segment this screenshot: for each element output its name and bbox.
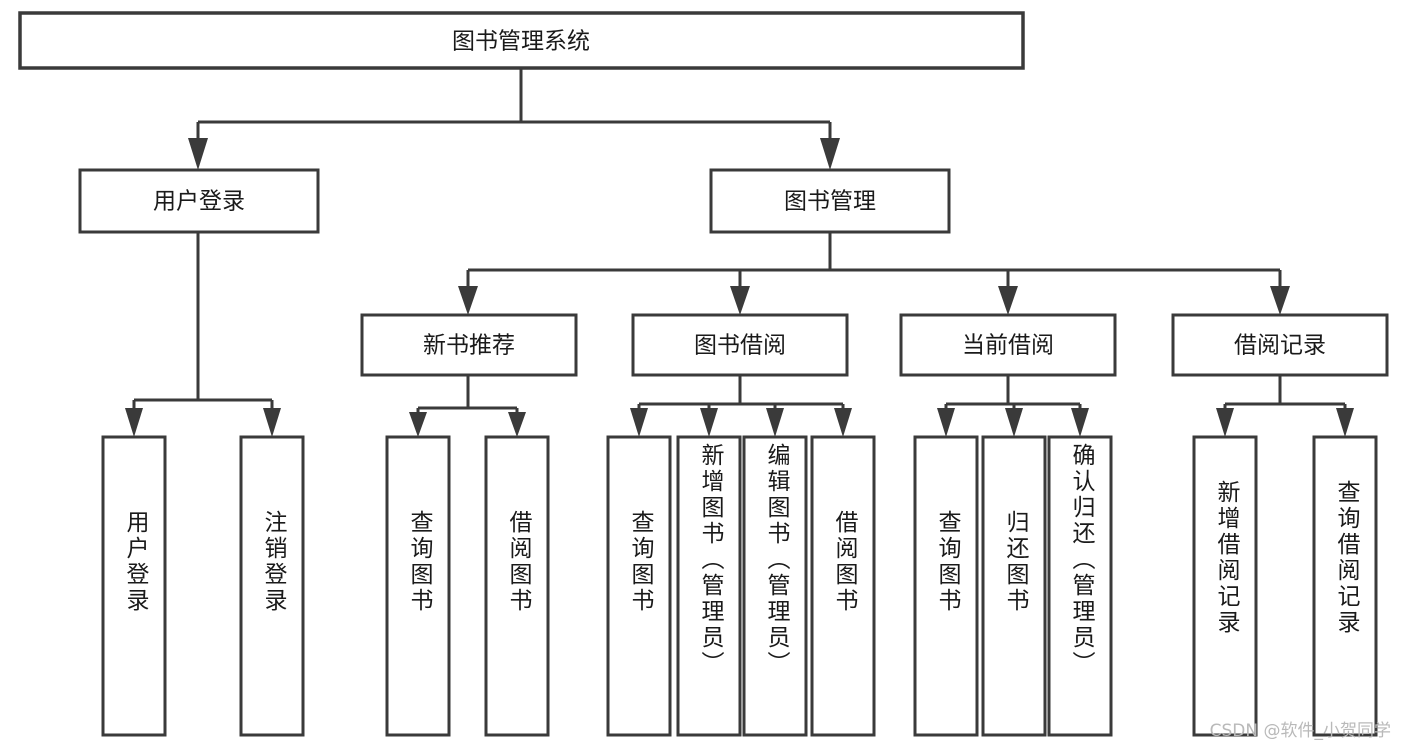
node-book-management[interactable] (709, 168, 951, 234)
arrow-head-bb-leaf-2 (700, 408, 718, 437)
node-new-book-recommend[interactable] (360, 313, 578, 377)
node-borrow-record[interactable] (1171, 313, 1389, 377)
arrow-head-cb-leaf-3 (1071, 408, 1089, 437)
arrow-head-cb-leaf-1 (937, 408, 955, 437)
node-current-borrow[interactable] (899, 313, 1117, 377)
connector-group-borrow-record (1216, 375, 1354, 437)
connector-group-root (188, 68, 840, 170)
leaf-box-bb-add-book[interactable] (676, 435, 742, 737)
leaf-box-br-add-record[interactable] (1192, 435, 1258, 737)
leaf-box-user-login[interactable] (101, 435, 167, 737)
arrow-head-nbr-leaf-2 (508, 412, 526, 437)
node-user-login[interactable] (78, 168, 320, 234)
csdn-watermark: CSDN @软件_小贺同学 (1209, 721, 1391, 741)
leaf-box-nbr-query-book[interactable] (385, 435, 451, 737)
arrow-head-leaf-logout (263, 408, 281, 437)
leaf-box-br-query-record[interactable] (1312, 435, 1378, 737)
leaf-box-logout[interactable] (239, 435, 305, 737)
leaf-box-bb-edit-book[interactable] (742, 435, 808, 737)
leaf-box-nbr-borrow-book[interactable] (484, 435, 550, 737)
arrow-head-borrow-record (1270, 286, 1290, 315)
arrow-head-current-borrow (998, 286, 1018, 315)
arrow-head-book-manage (820, 138, 840, 170)
connector-group-book-borrow (630, 375, 852, 437)
leaf-box-bb-borrow-book[interactable] (810, 435, 876, 737)
arrow-head-br-leaf-1 (1216, 408, 1234, 437)
arrow-head-br-leaf-2 (1336, 408, 1354, 437)
arrow-head-book-borrow (730, 286, 750, 315)
arrow-head-bb-leaf-1 (630, 408, 648, 437)
arrow-head-leaf-user-login (125, 408, 143, 437)
leaf-box-bb-query-book[interactable] (606, 435, 672, 737)
node-root-label: 图书管理系统 (452, 29, 590, 55)
connector-group-book-manage (458, 232, 1290, 315)
arrow-head-user-login (188, 138, 208, 170)
leaf-box-cb-return-book[interactable] (981, 435, 1047, 737)
arrow-head-new-book-recommend (458, 286, 478, 315)
node-book-borrow[interactable] (631, 313, 849, 377)
arrow-head-nbr-leaf-1 (409, 412, 427, 437)
node-book-management-label: 图书管理 (784, 189, 876, 215)
connector-group-current-borrow (937, 375, 1089, 437)
node-book-borrow-label: 图书借阅 (694, 333, 786, 359)
leaf-box-cb-confirm-return[interactable] (1047, 435, 1113, 737)
node-user-login-label: 用户登录 (153, 189, 245, 215)
connector-group-new-book-recommend (409, 375, 526, 437)
leaf-box-cb-query-book[interactable] (913, 435, 979, 737)
arrow-head-bb-leaf-4 (834, 408, 852, 437)
node-root-book-management-system[interactable] (18, 11, 1025, 70)
connector-group-user-login (125, 232, 281, 437)
node-borrow-record-label: 借阅记录 (1234, 333, 1326, 359)
node-new-book-recommend-label: 新书推荐 (423, 333, 515, 359)
node-current-borrow-label: 当前借阅 (962, 333, 1054, 359)
arrow-head-bb-leaf-3 (766, 408, 784, 437)
arrow-head-cb-leaf-2 (1005, 408, 1023, 437)
